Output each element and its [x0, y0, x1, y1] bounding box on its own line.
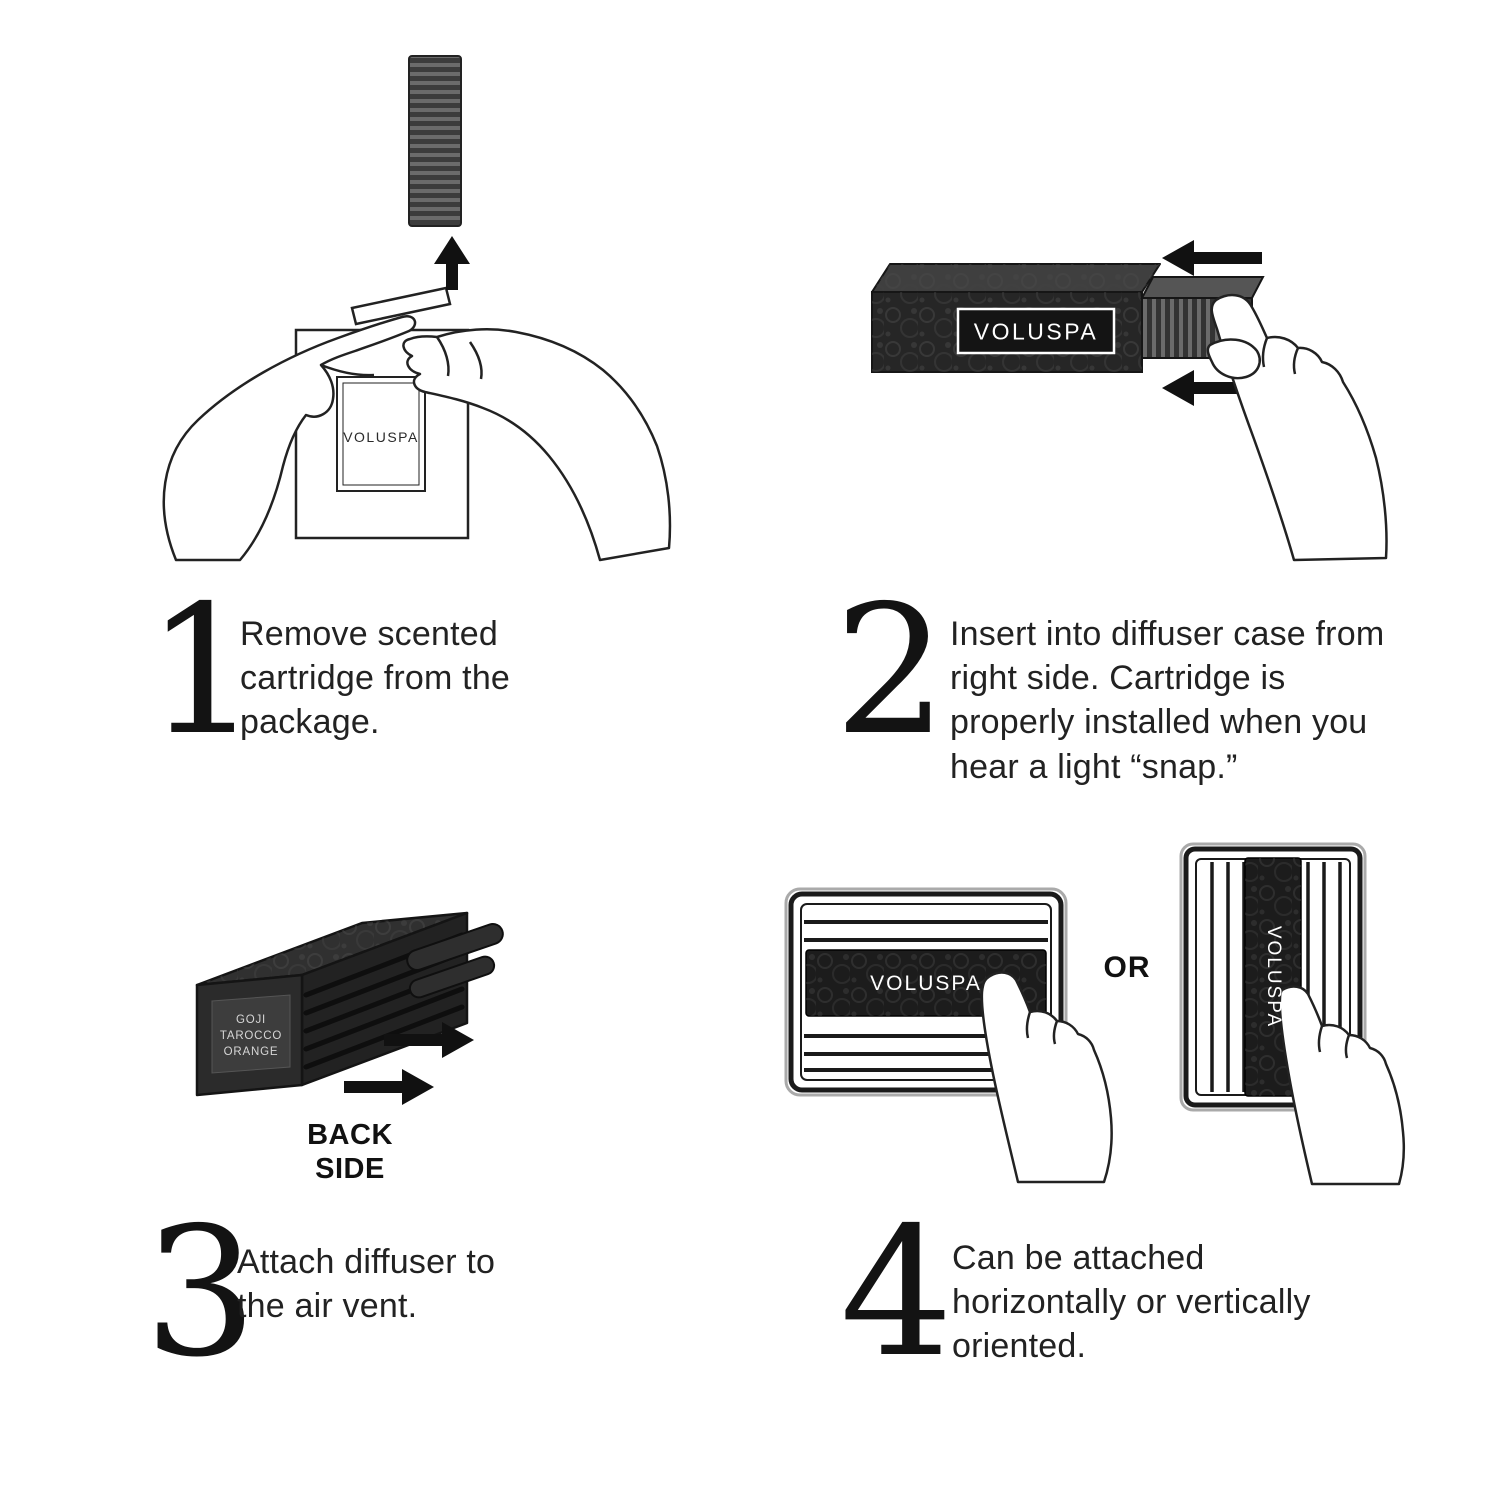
horizontal-diffuser-brand-label: VOLUSPA [870, 972, 982, 995]
vertical-hand [1278, 985, 1406, 1186]
vertical-diffuser-brand-label: VOLUSPA [1263, 925, 1284, 1029]
step1-caption: Remove scented cartridge from the packag… [240, 615, 511, 742]
left-arrow-bottom-icon [1162, 370, 1262, 406]
step1-number: 1 [146, 567, 260, 774]
step2-illustration [871, 240, 1388, 562]
step4-illustration [784, 842, 1406, 1186]
case-label-frame [956, 307, 1116, 355]
scent-label: GOJI TAROCCO ORANGE [219, 1013, 283, 1059]
right-arrow-top-icon [384, 1022, 474, 1058]
or-label: OR [1103, 951, 1151, 984]
scented-cartridge [408, 55, 462, 227]
step4-number: 4 [840, 1189, 954, 1396]
step3-caption: Attach diffuser to the air vent. [237, 1243, 496, 1326]
step4-caption: Can be attached horizontally or vertical… [952, 1239, 1311, 1366]
scent-label-plate [211, 994, 291, 1074]
step2-number: 2 [834, 567, 948, 774]
left-hand [162, 314, 417, 562]
step2-caption: Insert into diffuser case from right sid… [950, 615, 1385, 786]
horizontal-hand [980, 971, 1113, 1184]
step3-number: 3 [144, 1189, 258, 1396]
package-brand-label: VOLUSPA [343, 429, 419, 445]
cartridge-card [350, 286, 452, 326]
back-side-label: BACK SIDE [307, 1119, 393, 1186]
up-arrow-icon [434, 236, 470, 290]
right-arrow-bottom-icon [344, 1069, 434, 1105]
step1-illustration [162, 55, 672, 562]
step3-illustration [195, 911, 504, 1105]
left-arrow-top-icon [1162, 240, 1262, 276]
case-brand-label: VOLUSPA [973, 318, 1099, 345]
inserting-hand [1206, 293, 1388, 562]
right-hand [402, 328, 672, 562]
diffuser-back-side [195, 911, 504, 1097]
diffuser-case [871, 263, 1161, 373]
vent-clip [406, 922, 504, 999]
